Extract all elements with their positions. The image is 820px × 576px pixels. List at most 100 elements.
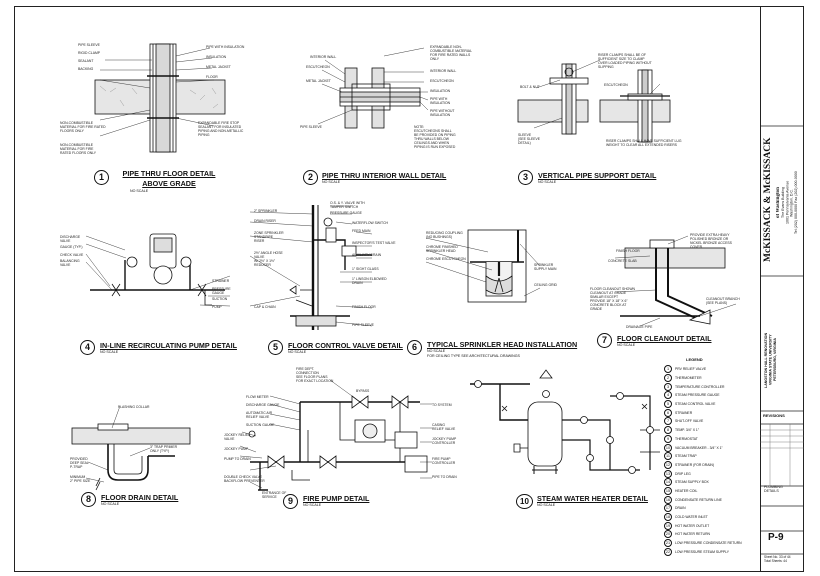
svg-text:METAL JACKET: METAL JACKET [306, 79, 331, 83]
svg-text:DRAIN RISER: DRAIN RISER [254, 219, 276, 223]
detail-1-drawing [94, 43, 226, 153]
svg-text:DEEP SEAL: DEEP SEAL [70, 461, 89, 465]
svg-text:(NO BUSHINGS): (NO BUSHINGS) [426, 235, 452, 239]
svg-text:INSULATION: INSULATION [430, 101, 451, 105]
legend-item-number: 7 [664, 417, 672, 426]
svg-text:FEED MAIN: FEED MAIN [352, 229, 371, 233]
project-title: LANGSTON HALL RENOVATION VIRGINIA STATE … [764, 330, 798, 390]
legend-item-number: 12 [664, 460, 672, 469]
svg-text:ONLY: ONLY [430, 57, 440, 61]
detail-number-10: 10 [516, 494, 533, 509]
detail-title-4: IN-LINE RECIRCULATING PUMP DETAIL [100, 341, 237, 350]
svg-text:CHECK VALVE: CHECK VALVE [60, 253, 84, 257]
svg-text:RATED FLOORS ONLY: RATED FLOORS ONLY [60, 151, 97, 155]
svg-text:MATERIAL FOR FIRE RATED: MATERIAL FOR FIRE RATED [60, 125, 106, 129]
detail-title-8: FLOOR DRAIN DETAIL [101, 493, 179, 502]
svg-text:GAUGE: GAUGE [212, 291, 225, 295]
svg-text:CONNECTION: CONNECTION [296, 371, 319, 375]
svg-text:SUCTION: SUCTION [212, 297, 228, 301]
svg-text:FOR FIRE RATED WALLS: FOR FIRE RATED WALLS [430, 53, 471, 57]
detail-2-drawing [317, 47, 429, 129]
legend-item-number: 2 [664, 374, 672, 383]
svg-text:JOCKEY PUMP: JOCKEY PUMP [432, 437, 457, 441]
svg-text:AUTOMATIC AIR: AUTOMATIC AIR [246, 411, 273, 415]
legend-item-label: SHUT-OFF VALVE [675, 419, 704, 424]
detail-3-notes: RISER CLAMPS SHALL BE OF SUFFICIENT SIZE… [518, 53, 682, 147]
legend-item-label: STEAM SUPPLY BOX [675, 480, 709, 485]
svg-text:CONTROLLER: CONTROLLER [432, 441, 456, 445]
detail-5-drawing [249, 205, 373, 330]
detail-8-drawing [71, 405, 191, 491]
svg-text:SUFFICIENT SIZE TO CLAMP: SUFFICIENT SIZE TO CLAMP [598, 57, 645, 61]
legend-item-label: TEMPERATURE CONTROLLER [675, 384, 725, 389]
legend-item-label: TEMP. 3/4" X 1" [675, 428, 700, 433]
svg-text:NON-COMBUSTIBLE: NON-COMBUSTIBLE [60, 121, 94, 125]
legend-item-label: HOT WATER OUTLET [675, 523, 710, 528]
svg-text:THRU WALLS BELOW: THRU WALLS BELOW [414, 137, 450, 141]
svg-text:RIGID CLAMP: RIGID CLAMP [78, 51, 101, 55]
detail-scale-4: NO SCALE [100, 350, 119, 354]
svg-text:INTERIOR WALL: INTERIOR WALL [310, 55, 336, 59]
drawing-title: PLUMBING DETAILS [764, 485, 783, 493]
legend-item-label: VACUUM BREAKER - 3/4" X 1" [675, 445, 723, 450]
svg-text:ZONE SPRINKLER: ZONE SPRINKLER [254, 231, 284, 235]
svg-text:2½" ANGLE HOSE: 2½" ANGLE HOSE [254, 251, 283, 255]
svg-text:PIPE WITH INSULATION: PIPE WITH INSULATION [206, 45, 245, 49]
svg-text:P-TRAP: P-TRAP [70, 465, 83, 469]
detail-7-drawing [614, 235, 737, 327]
legend-item-number: 3 [664, 382, 672, 391]
svg-text:CEILINGS AND WHEN: CEILINGS AND WHEN [414, 141, 450, 145]
detail-2-notes: INTERIOR WALL ESCUTCHEON METAL JACKET PI… [300, 45, 472, 149]
detail-number-3: 3 [518, 170, 533, 185]
svg-text:OVER LOADED PIPING WITHOUT: OVER LOADED PIPING WITHOUT [598, 61, 652, 65]
svg-text:(SEE SLEEVE: (SEE SLEEVE [518, 137, 541, 141]
svg-text:FLOOR: FLOOR [206, 75, 218, 79]
svg-text:RISER CLAMPS SHALL BE OF: RISER CLAMPS SHALL BE OF [598, 53, 646, 57]
detail-title-3: VERTICAL PIPE SUPPORT DETAIL [538, 171, 657, 180]
svg-text:2" SPRINKLER: 2" SPRINKLER [254, 209, 278, 213]
legend-item-number: 11 [664, 452, 672, 461]
svg-text:AUXILIARY DRAIN: AUXILIARY DRAIN [352, 253, 382, 257]
detail-scale-10: NO SCALE [537, 503, 556, 507]
project-line: LANGSTON HALL RENOVATION [764, 332, 768, 388]
svg-text:CEILING GRID: CEILING GRID [534, 283, 558, 287]
svg-text:TO SYSTEM: TO SYSTEM [432, 403, 452, 407]
svg-text:CASING: CASING [432, 423, 445, 427]
drawing-title-line: PLUMBING [764, 485, 783, 489]
detail-scale-6: NO SCALE [427, 349, 446, 353]
svg-text:JOCKEY PUMP: JOCKEY PUMP [224, 447, 249, 451]
svg-text:VALVE: VALVE [224, 437, 235, 441]
detail-title-7: FLOOR CLEANOUT DETAIL [617, 334, 712, 343]
svg-text:PROVIDED: PROVIDED [70, 457, 88, 461]
svg-text:FINISH FLOOR: FINISH FLOOR [352, 305, 376, 309]
detail-number-9: 9 [283, 494, 298, 509]
svg-text:NICKEL BRONZE ACCESS: NICKEL BRONZE ACCESS [690, 241, 733, 245]
svg-text:INSPECTOR'S TEST VALVE: INSPECTOR'S TEST VALVE [352, 241, 396, 245]
svg-text:INSULATION: INSULATION [206, 55, 227, 59]
svg-text:COMBUSTIBLE MATERIAL: COMBUSTIBLE MATERIAL [430, 49, 472, 53]
legend-item-number: 20 [664, 530, 672, 539]
svg-text:DRAINAGE PIPE: DRAINAGE PIPE [626, 325, 653, 329]
detail-number-8: 8 [81, 492, 96, 507]
legend-item-label: DRIP LEG [675, 471, 691, 476]
svg-text:JOCKEY RELIEF: JOCKEY RELIEF [224, 433, 250, 437]
svg-text:PIPING AND NON-METALLIC: PIPING AND NON-METALLIC [198, 129, 244, 133]
svg-text:SEALANT FOR INSULATED: SEALANT FOR INSULATED [198, 125, 242, 129]
svg-text:ENTRANCE OF: ENTRANCE OF [262, 491, 286, 495]
legend-item-number: 1 [664, 365, 672, 374]
svg-text:SUCTION GAUGE: SUCTION GAUGE [246, 423, 275, 427]
svg-text:FIRE PUMP: FIRE PUMP [432, 457, 451, 461]
svg-text:EXPANDABLE NON-: EXPANDABLE NON- [430, 45, 462, 49]
svg-text:WATERFLOW SWITCH: WATERFLOW SWITCH [352, 221, 389, 225]
svg-text:DISCHARGE GAUGE: DISCHARGE GAUGE [246, 403, 280, 407]
svg-text:VALVE: VALVE [60, 239, 71, 243]
legend-item-number: 19 [664, 521, 672, 530]
